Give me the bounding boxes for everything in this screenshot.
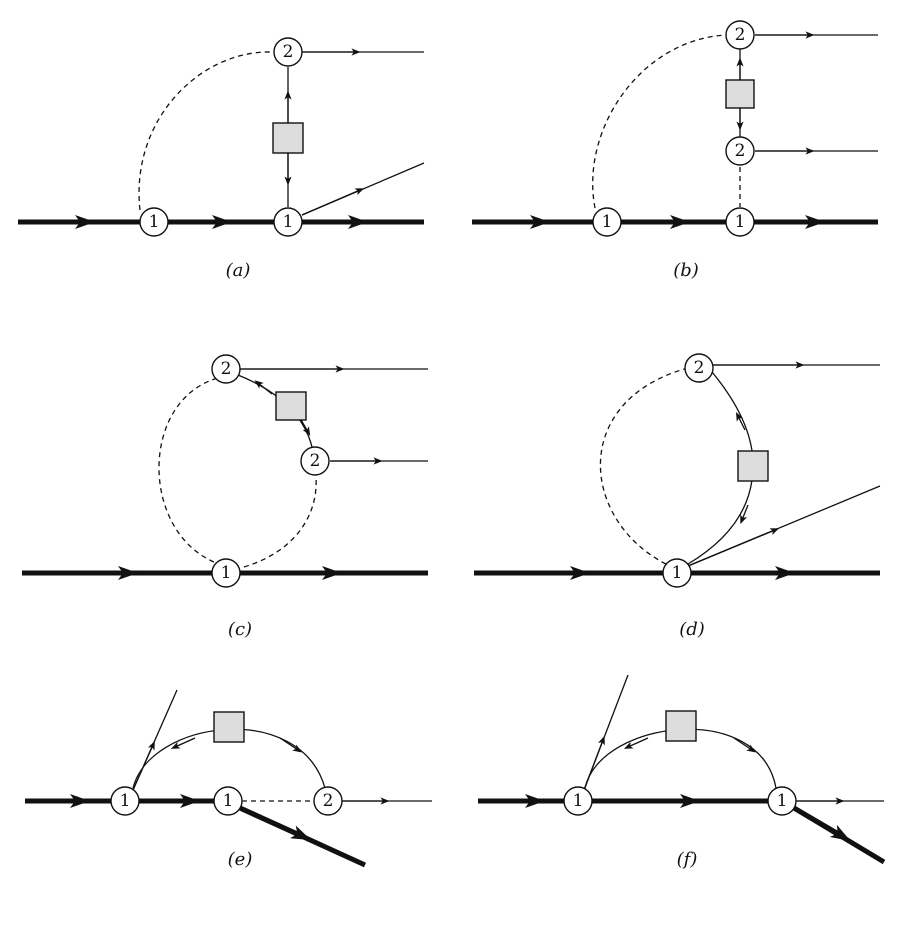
vertex: 2 — [684, 353, 714, 383]
insertion-box — [272, 122, 304, 154]
vertex: 2 — [313, 786, 343, 816]
dashed-propagator — [158, 377, 219, 563]
propagator-arrow — [623, 737, 649, 749]
dashed-propagator — [599, 367, 689, 565]
svg-text:1: 1 — [672, 563, 683, 583]
propagator-arrow — [733, 737, 756, 753]
svg-text:2: 2 — [221, 359, 232, 379]
caption: (c) — [228, 619, 252, 640]
vertex: 1 — [211, 558, 241, 588]
svg-text:2: 2 — [323, 791, 334, 811]
heavy-line-arrow — [792, 805, 851, 842]
caption: (e) — [228, 849, 253, 870]
svg-text:1: 1 — [149, 212, 160, 232]
propagator-arrow — [279, 737, 302, 753]
svg-text:1: 1 — [777, 791, 788, 811]
diagram-c: 1 2 2 (c) — [22, 354, 428, 640]
vertex: 1 — [563, 786, 593, 816]
diagram-e: 1 1 2 (e) — [25, 689, 432, 870]
svg-text:1: 1 — [283, 212, 294, 232]
diagram-a: 1 1 2 (a) — [18, 37, 425, 281]
vertex: 1 — [213, 786, 243, 816]
svg-text:2: 2 — [283, 42, 294, 62]
diagram-f: 1 1 (f) — [478, 674, 886, 870]
diagram-d: 1 2 (d) — [474, 353, 881, 640]
insertion-box — [275, 391, 307, 421]
vertex: 1 — [725, 207, 755, 237]
insertion-box — [725, 79, 755, 109]
caption: (f) — [677, 849, 698, 870]
vertex: 2 — [211, 354, 241, 384]
insertion-box — [737, 450, 769, 482]
dashed-propagator — [592, 34, 727, 209]
svg-text:2: 2 — [694, 358, 705, 378]
caption: (b) — [673, 260, 699, 281]
svg-text:1: 1 — [223, 791, 234, 811]
propagator-arrow — [254, 380, 273, 395]
diagram-b: 1 1 2 2 (b) — [472, 20, 878, 281]
svg-text:1: 1 — [120, 791, 131, 811]
svg-text:1: 1 — [221, 563, 232, 583]
dashed-propagator — [243, 477, 317, 568]
svg-text:1: 1 — [602, 212, 613, 232]
svg-text:2: 2 — [735, 141, 746, 161]
insertion-box — [213, 711, 245, 743]
heavy-line-arrow — [238, 805, 312, 841]
vertex: 1 — [110, 786, 140, 816]
vertex: 1 — [767, 786, 797, 816]
vertex: 1 — [662, 558, 692, 588]
outgoing-arrow — [687, 528, 780, 567]
dashed-propagator — [138, 51, 273, 211]
svg-text:1: 1 — [573, 791, 584, 811]
svg-text:1: 1 — [735, 212, 746, 232]
vertex: 2 — [273, 37, 303, 67]
vertex: 2 — [300, 446, 330, 476]
vertex: 1 — [592, 207, 622, 237]
svg-text:2: 2 — [735, 25, 746, 45]
propagator-arrow — [170, 737, 196, 749]
caption: (d) — [679, 619, 705, 640]
vertex: 1 — [139, 207, 169, 237]
vertex: 2 — [725, 136, 755, 166]
vertex: 2 — [725, 20, 755, 50]
insertion-box — [665, 710, 697, 742]
caption: (a) — [226, 260, 251, 281]
outgoing-arrow — [301, 188, 365, 216]
svg-text:2: 2 — [310, 451, 321, 471]
vertex: 1 — [273, 207, 303, 237]
propagator-arrow — [740, 504, 749, 525]
propagator-arrow — [735, 411, 746, 431]
